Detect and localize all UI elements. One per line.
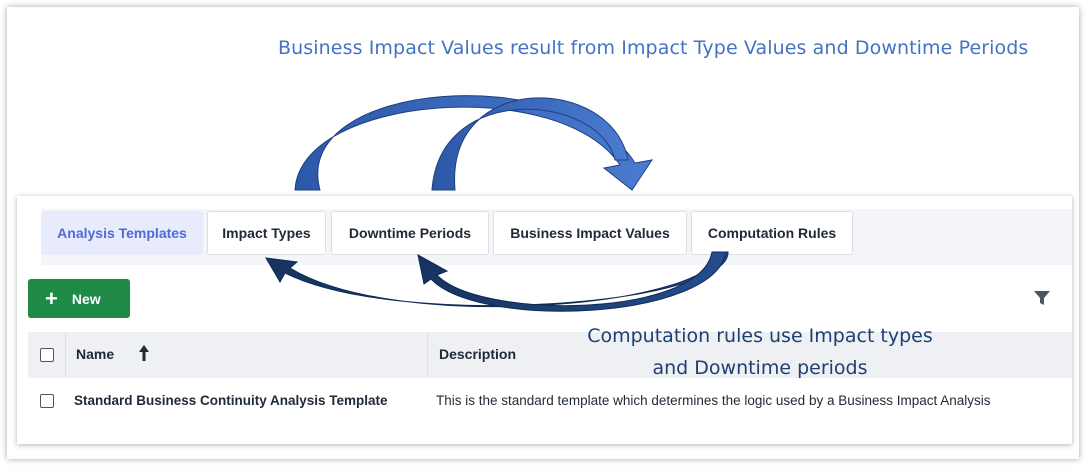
tab-downtime-periods[interactable]: Downtime Periods — [331, 211, 489, 255]
row-description: This is the standard template which dete… — [436, 393, 991, 408]
callout-line-2: and Downtime periods — [652, 357, 868, 379]
filter-icon[interactable] — [1033, 290, 1051, 306]
callout-line-1: Computation rules use Impact types — [587, 325, 933, 347]
tab-business-impact-values[interactable]: Business Impact Values — [493, 211, 687, 255]
annotation-headline: Business Impact Values result from Impac… — [278, 37, 1029, 59]
column-divider — [65, 332, 66, 378]
select-all-checkbox[interactable] — [40, 348, 54, 362]
table-header: Name Description — [28, 332, 1072, 378]
annotation-callout: Computation rules use Impact types and D… — [570, 320, 950, 384]
tab-computation-rules[interactable]: Computation Rules — [691, 211, 853, 255]
column-header-description[interactable]: Description — [439, 346, 517, 362]
table-row[interactable]: Standard Business Continuity Analysis Te… — [28, 378, 1072, 424]
arrow-up-icon[interactable] — [138, 344, 150, 362]
tab-bar: Analysis Templates Impact Types Downtime… — [41, 209, 1072, 265]
column-header-name[interactable]: Name — [76, 346, 115, 362]
row-name[interactable]: Standard Business Continuity Analysis Te… — [74, 393, 388, 408]
plus-icon: + — [45, 285, 58, 311]
app-panel: Analysis Templates Impact Types Downtime… — [17, 196, 1072, 444]
tab-analysis-templates[interactable]: Analysis Templates — [41, 211, 203, 255]
new-button-label: New — [71, 290, 101, 307]
new-button[interactable]: + New — [28, 279, 130, 318]
tab-impact-types[interactable]: Impact Types — [207, 211, 326, 255]
column-divider — [427, 332, 428, 378]
row-checkbox[interactable] — [40, 394, 54, 408]
